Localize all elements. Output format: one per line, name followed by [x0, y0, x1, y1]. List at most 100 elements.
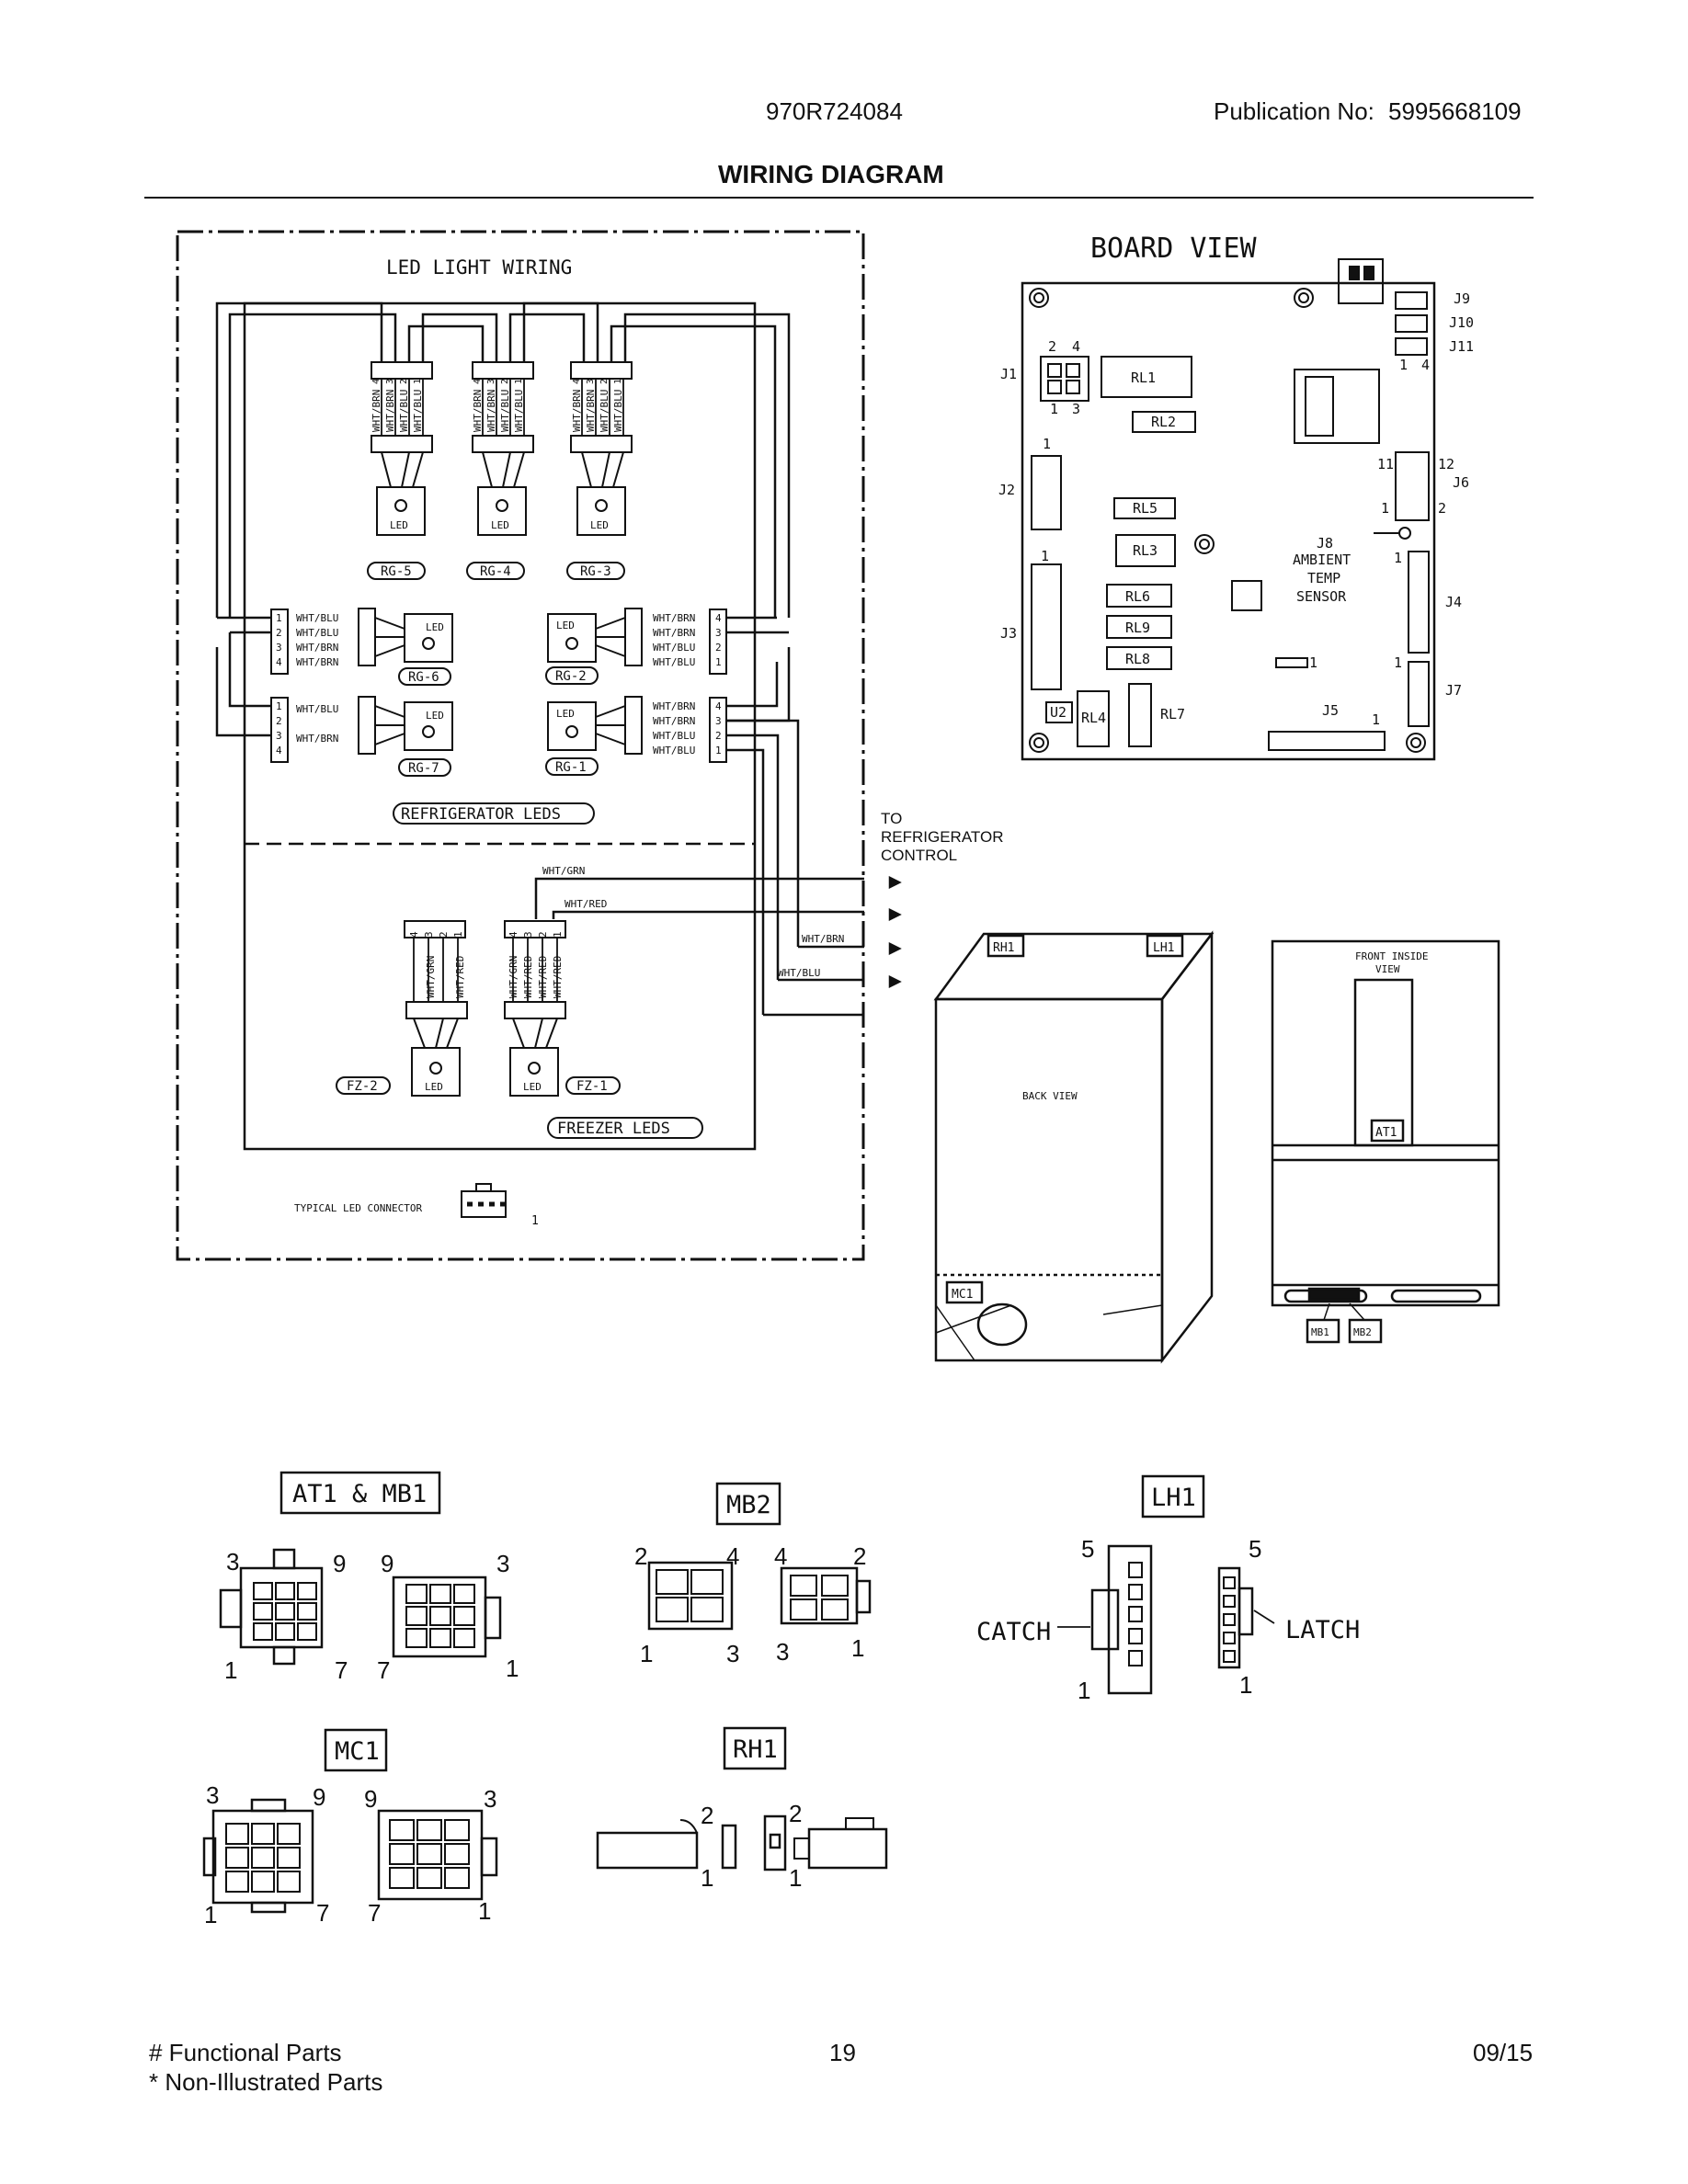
relay-label: U2	[1050, 704, 1066, 721]
wire-bundle	[381, 451, 424, 488]
harness-wire	[726, 647, 791, 722]
wire-color-label: WHT/BRN	[653, 612, 695, 624]
mc1-latch	[250, 1798, 287, 1813]
to-control-label: TO	[881, 810, 902, 827]
catch-body	[1090, 1588, 1120, 1651]
wire-bundle	[581, 379, 624, 436]
wire-bundle	[482, 451, 525, 488]
pin-label: 1	[224, 1656, 237, 1684]
front-drawer-handle	[1390, 1289, 1482, 1303]
wire-color-label: WHT/GRN	[508, 956, 519, 998]
mc1-latch	[250, 1901, 287, 1914]
pin-label: 2	[276, 715, 282, 727]
led-id: RG-6	[408, 670, 439, 685]
rh1-pin-small	[721, 1824, 737, 1870]
mb2-tag	[1348, 1318, 1383, 1344]
board-view	[1021, 258, 1436, 761]
wire-bundle	[374, 617, 405, 657]
wire-color-label: WHT/BRN	[296, 733, 338, 745]
harness-wire	[215, 301, 383, 618]
led-lens	[394, 499, 407, 512]
relay-label: RL4	[1081, 710, 1106, 726]
nine-pin-latch	[272, 1645, 296, 1666]
relay-rl4	[1077, 690, 1110, 747]
relay-label: RL3	[1133, 542, 1158, 559]
pin-label: 7	[316, 1899, 329, 1927]
pin-label: 1	[1394, 550, 1402, 566]
led-id: RG-7	[408, 761, 439, 776]
latch-connector	[1217, 1566, 1241, 1669]
pin-label: 1	[715, 745, 722, 756]
nine-pin-side	[484, 1596, 502, 1640]
led-connector	[709, 609, 727, 675]
mc1-cells	[225, 1823, 301, 1893]
pin-label: 3	[715, 627, 722, 639]
back-tag-label: LH1	[1153, 941, 1174, 955]
freezer-led-group	[336, 920, 703, 1139]
pin-label: 9	[333, 1550, 346, 1577]
pin-label: 1	[1239, 1671, 1252, 1699]
led-connector	[404, 920, 466, 938]
harness-wire	[623, 313, 791, 618]
harness-wire	[215, 647, 271, 737]
cabinet-back	[934, 997, 1164, 1362]
led-text: LED	[556, 708, 575, 720]
mounting-hole	[1033, 737, 1044, 748]
refrigerator-leds-label: REFRIGERATOR LEDS	[401, 805, 561, 824]
pin-label: 2	[789, 1800, 802, 1827]
mounting-hole	[1194, 534, 1215, 554]
j2-connector	[1031, 455, 1062, 530]
relay-label: RL9	[1125, 620, 1150, 636]
pin-label: 12	[1438, 456, 1454, 472]
typical-connector-label: TYPICAL LED CONNECTOR	[294, 1202, 422, 1214]
connector-title: MC1	[335, 1737, 380, 1766]
pin-label: 4	[276, 745, 282, 756]
connector-label: J11	[1449, 338, 1474, 355]
front-tag-label: MB1	[1311, 1326, 1329, 1338]
four-pin-connector-left	[647, 1561, 734, 1631]
connector-label: J4	[1445, 594, 1462, 610]
wire-color-label: WHT/BLU	[296, 612, 338, 624]
wire-color-label: WHT/BLU	[499, 390, 511, 432]
pin-label: 3	[726, 1640, 739, 1667]
wire-color-label: WHT/BRN	[384, 390, 396, 432]
led-module	[376, 486, 426, 536]
relay-label: RL8	[1125, 651, 1150, 667]
led-id-badge	[565, 1076, 621, 1095]
pin-label: 4	[1072, 338, 1080, 355]
pin-label: 1	[1043, 436, 1051, 452]
connector-label: J10	[1449, 314, 1474, 331]
wire-color-label: WHT/BRN	[472, 390, 484, 432]
board-chip	[1231, 580, 1262, 611]
pin-label: 2	[537, 931, 549, 938]
pin-label: 1	[851, 1634, 864, 1662]
four-pin-side	[855, 1579, 872, 1614]
catch-latch-leaders	[1057, 1610, 1275, 1628]
led-text: LED	[523, 1081, 542, 1093]
pin-label: 4	[508, 931, 519, 938]
connector-label: J2	[998, 482, 1015, 498]
pin-label: 1	[276, 700, 282, 712]
pin-label: 3	[226, 1548, 239, 1575]
at1-mb1-label-box	[279, 1471, 441, 1515]
led-lens	[528, 1062, 541, 1075]
front-inside-view	[1271, 939, 1500, 1344]
j10-connector	[1395, 314, 1428, 333]
wire-color-label: WHT/GRN	[425, 956, 437, 998]
relay-rl3	[1115, 534, 1176, 567]
harness-wire	[421, 313, 498, 362]
freezer-leds-label: FREEZER LEDS	[557, 1120, 670, 1138]
relay-label: RL1	[1131, 370, 1156, 386]
pin-label: 7	[335, 1656, 348, 1684]
wire-color-label: WHT/RED	[454, 956, 466, 998]
j1-connector	[1040, 356, 1089, 402]
pin-label: 7	[377, 1656, 390, 1684]
wire-color-label: WHT/BLU	[398, 390, 410, 432]
wire-color-label: WHT/RED	[552, 956, 564, 998]
cabinet-frame	[243, 301, 757, 1151]
pin-label: 1	[789, 1864, 802, 1892]
led-text: LED	[426, 621, 444, 633]
nine-pin-latch	[272, 1548, 296, 1570]
harness-wire	[726, 662, 779, 708]
